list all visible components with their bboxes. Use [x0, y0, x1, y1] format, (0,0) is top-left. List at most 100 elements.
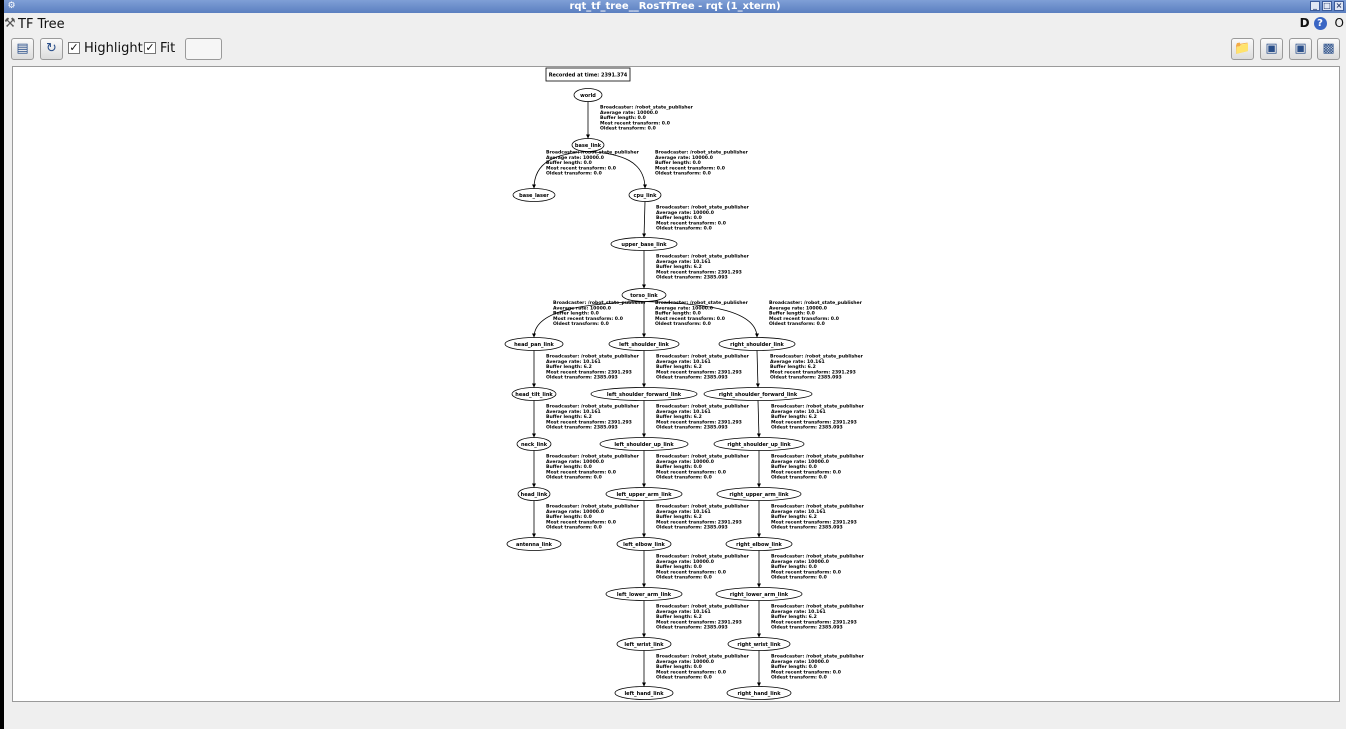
edge-most-recent: Most recent transform: 0.0 — [553, 316, 623, 322]
load-dot-button[interactable]: 📁 — [1231, 38, 1254, 60]
edge-most-recent: Most recent transform: 0.0 — [546, 519, 616, 525]
edge-average-rate: Average rate: 10.161 — [656, 259, 711, 265]
fit-checkbox[interactable]: ✓ — [144, 41, 156, 54]
window-titlebar[interactable]: ⚙ rqt_tf_tree__RosTfTree - rqt (1_xterm)… — [4, 0, 1346, 13]
edge-average-rate: Average rate: 10.161 — [656, 409, 711, 415]
edge-average-rate: Average rate: 10000.0 — [771, 459, 829, 465]
tf-node — [571, 138, 605, 152]
edge-most-recent: Most recent transform: 0.0 — [546, 469, 616, 475]
edge-average-rate: Average rate: 10.161 — [771, 609, 826, 615]
edge-most-recent: Most recent transform: 2391.293 — [771, 519, 857, 525]
close-plugin-button[interactable]: O — [1334, 16, 1344, 30]
edge-buffer-length: Buffer length: 0.0 — [600, 115, 646, 121]
tools-icon: ⚒ — [4, 16, 16, 31]
edge-broadcaster: Broadcaster: /robot_state_publisher — [771, 604, 865, 610]
edge-buffer-length: Buffer length: 6.2 — [770, 364, 816, 370]
edge-buffer-length: Buffer length: 0.0 — [769, 311, 815, 317]
filter-field[interactable] — [185, 38, 222, 60]
edge-most-recent: Most recent transform: 2391.293 — [656, 419, 742, 425]
refresh-icon: ↻ — [46, 41, 57, 56]
tf-edge — [755, 350, 760, 388]
save-svg-button[interactable]: ▣ — [1289, 38, 1312, 60]
edge-buffer-length: Buffer length: 0.0 — [771, 664, 817, 670]
close-button[interactable]: × — [1334, 1, 1344, 11]
refresh-button[interactable]: ↻ — [40, 38, 63, 60]
tf-edge — [643, 301, 759, 338]
edge-oldest: Oldest transform: 0.0 — [656, 475, 712, 481]
edge-broadcaster: Broadcaster: /robot_state_publisher — [600, 105, 694, 111]
refresh-graph-button[interactable]: ▤ — [11, 38, 34, 60]
tf-node-label: left_lower_arm_link — [617, 592, 672, 598]
edge-oldest: Oldest transform: 2385.093 — [656, 625, 728, 631]
tf-node-label: left_shoulder_link — [619, 342, 669, 348]
edge-broadcaster: Broadcaster: /robot_state_publisher — [656, 404, 750, 410]
edge-average-rate: Average rate: 10.161 — [656, 359, 711, 365]
edge-oldest: Oldest transform: 0.0 — [771, 475, 827, 481]
edge-buffer-length: Buffer length: 6.2 — [771, 514, 817, 520]
save-image-icon: ▩ — [1322, 41, 1335, 56]
edge-buffer-length: Buffer length: 6.2 — [546, 364, 592, 370]
edge-broadcaster: Broadcaster: /robot_state_publisher — [771, 404, 865, 410]
edge-buffer-length: Buffer length: 6.2 — [771, 614, 817, 620]
tf-node — [621, 288, 667, 302]
highlight-checkbox[interactable]: ✓ — [68, 41, 80, 54]
edge-oldest: Oldest transform: 2385.093 — [656, 525, 728, 531]
maximize-button[interactable]: □ — [1322, 1, 1332, 11]
edge-average-rate: Average rate: 10.161 — [656, 509, 711, 515]
edge-oldest: Oldest transform: 0.0 — [655, 171, 711, 177]
tf-node — [715, 587, 803, 601]
edge-buffer-length: Buffer length: 6.2 — [656, 614, 702, 620]
tf-node-label: world — [580, 93, 596, 99]
tf-edge — [587, 151, 647, 189]
save-svg-icon: ▣ — [1294, 41, 1307, 56]
graph-icon: ▤ — [16, 41, 29, 56]
rqt-window: ⚙ rqt_tf_tree__RosTfTree - rqt (1_xterm)… — [4, 0, 1346, 729]
edge-average-rate: Average rate: 10.161 — [771, 409, 826, 415]
edge-broadcaster: Broadcaster: /robot_state_publisher — [655, 300, 749, 306]
edge-most-recent: Most recent transform: 2391.293 — [656, 519, 742, 525]
tf-edge — [642, 201, 647, 238]
dock-button[interactable]: D — [1299, 16, 1310, 30]
tf-node — [725, 537, 793, 551]
tf-node-label: left_shoulder_up_link — [614, 442, 674, 448]
edge-most-recent: Most recent transform: 0.0 — [656, 220, 726, 226]
edge-broadcaster: Broadcaster: /robot_state_publisher — [656, 254, 750, 260]
help-icon[interactable]: ? — [1313, 16, 1327, 30]
edge-average-rate: Average rate: 10.161 — [656, 609, 711, 615]
edge-broadcaster: Broadcaster: /robot_state_publisher — [553, 300, 647, 306]
edge-buffer-length: Buffer length: 0.0 — [656, 664, 702, 670]
edge-most-recent: Most recent transform: 0.0 — [600, 120, 670, 126]
edge-broadcaster: Broadcaster: /robot_state_publisher — [771, 554, 865, 560]
edge-buffer-length: Buffer length: 0.0 — [546, 514, 592, 520]
tf-node — [573, 88, 603, 102]
tf-edge — [756, 400, 761, 438]
edge-average-rate: Average rate: 10.161 — [771, 509, 826, 515]
save-image-button[interactable]: ▩ — [1317, 38, 1340, 60]
edge-buffer-length: Buffer length: 6.2 — [656, 514, 702, 520]
edge-most-recent: Most recent transform: 0.0 — [771, 569, 841, 575]
plugin-titlebar: ⚒ TF Tree D ? O — [4, 15, 1346, 35]
tf-node — [512, 188, 556, 202]
plugin-title: TF Tree — [18, 17, 65, 32]
edge-most-recent: Most recent transform: 2391.293 — [656, 269, 742, 275]
plugin-controls: D ? O — [1300, 16, 1344, 30]
edge-oldest: Oldest transform: 2385.093 — [771, 525, 843, 531]
tf-node — [608, 337, 680, 351]
edge-broadcaster: Broadcaster: /robot_state_publisher — [655, 150, 749, 156]
edge-oldest: Oldest transform: 2385.093 — [771, 425, 843, 431]
edge-average-rate: Average rate: 10000.0 — [553, 305, 611, 311]
edge-average-rate: Average rate: 10000.0 — [655, 305, 713, 311]
edge-most-recent: Most recent transform: 2391.293 — [770, 369, 856, 375]
edge-most-recent: Most recent transform: 0.0 — [771, 469, 841, 475]
tf-node — [590, 387, 698, 401]
recorded-time-label: Recorded at time: 2391.374 — [549, 73, 628, 79]
edge-buffer-length: Buffer length: 6.2 — [771, 414, 817, 420]
tf-node — [516, 437, 552, 451]
edge-broadcaster: Broadcaster: /robot_state_publisher — [656, 604, 750, 610]
edge-most-recent: Most recent transform: 2391.293 — [771, 419, 857, 425]
edge-most-recent: Most recent transform: 0.0 — [771, 669, 841, 675]
save-dot-button[interactable]: ▣ — [1260, 38, 1283, 60]
minimize-button[interactable]: _ — [1310, 1, 1320, 11]
edge-most-recent: Most recent transform: 2391.293 — [546, 419, 632, 425]
